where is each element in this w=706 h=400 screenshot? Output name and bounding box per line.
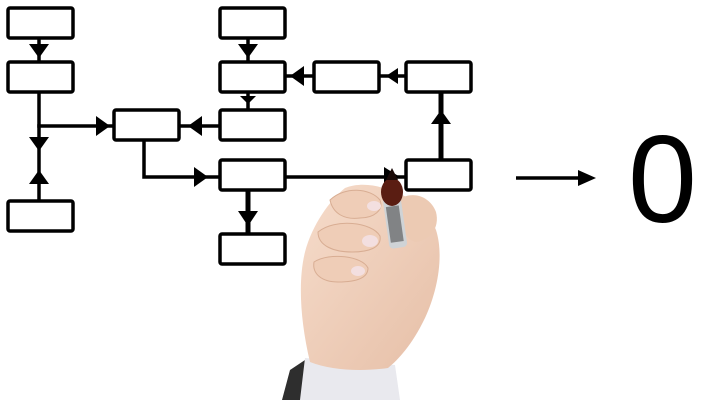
result-value: 0 <box>628 111 697 249</box>
arrowhead-right-icon <box>194 167 208 187</box>
flow-box-b <box>6 60 75 94</box>
arrowhead-down-icon <box>240 96 256 104</box>
hand-illustration <box>282 168 440 400</box>
arrowhead-left-icon <box>290 66 304 86</box>
flow-box-k <box>218 232 287 266</box>
flow-box-j <box>218 158 287 192</box>
flow-box-f <box>218 60 287 94</box>
connector-d-j <box>142 138 222 179</box>
flow-box-e <box>218 6 287 40</box>
arrowhead-down-icon <box>238 44 258 58</box>
arrowhead-down-icon <box>29 44 49 58</box>
flow-box-g <box>218 108 287 142</box>
flow-box-i <box>404 60 473 94</box>
flow-box-d <box>112 108 181 142</box>
arrowhead-up-icon <box>29 170 49 184</box>
flowchart-boxes <box>6 6 473 266</box>
arrowhead-up-icon <box>431 110 451 124</box>
flow-box-l <box>404 158 473 192</box>
arrowhead-down-icon <box>29 137 49 151</box>
arrowhead-left-icon <box>386 68 398 84</box>
result-arrow-icon <box>516 170 596 186</box>
arrowhead-down-icon <box>238 211 258 226</box>
flow-box-a <box>6 6 75 40</box>
flow-box-c <box>6 199 75 233</box>
marker-pen <box>381 168 408 249</box>
arrowhead-left-icon <box>188 116 202 136</box>
arrowhead-right-icon <box>96 116 110 136</box>
flow-box-h <box>312 60 381 94</box>
